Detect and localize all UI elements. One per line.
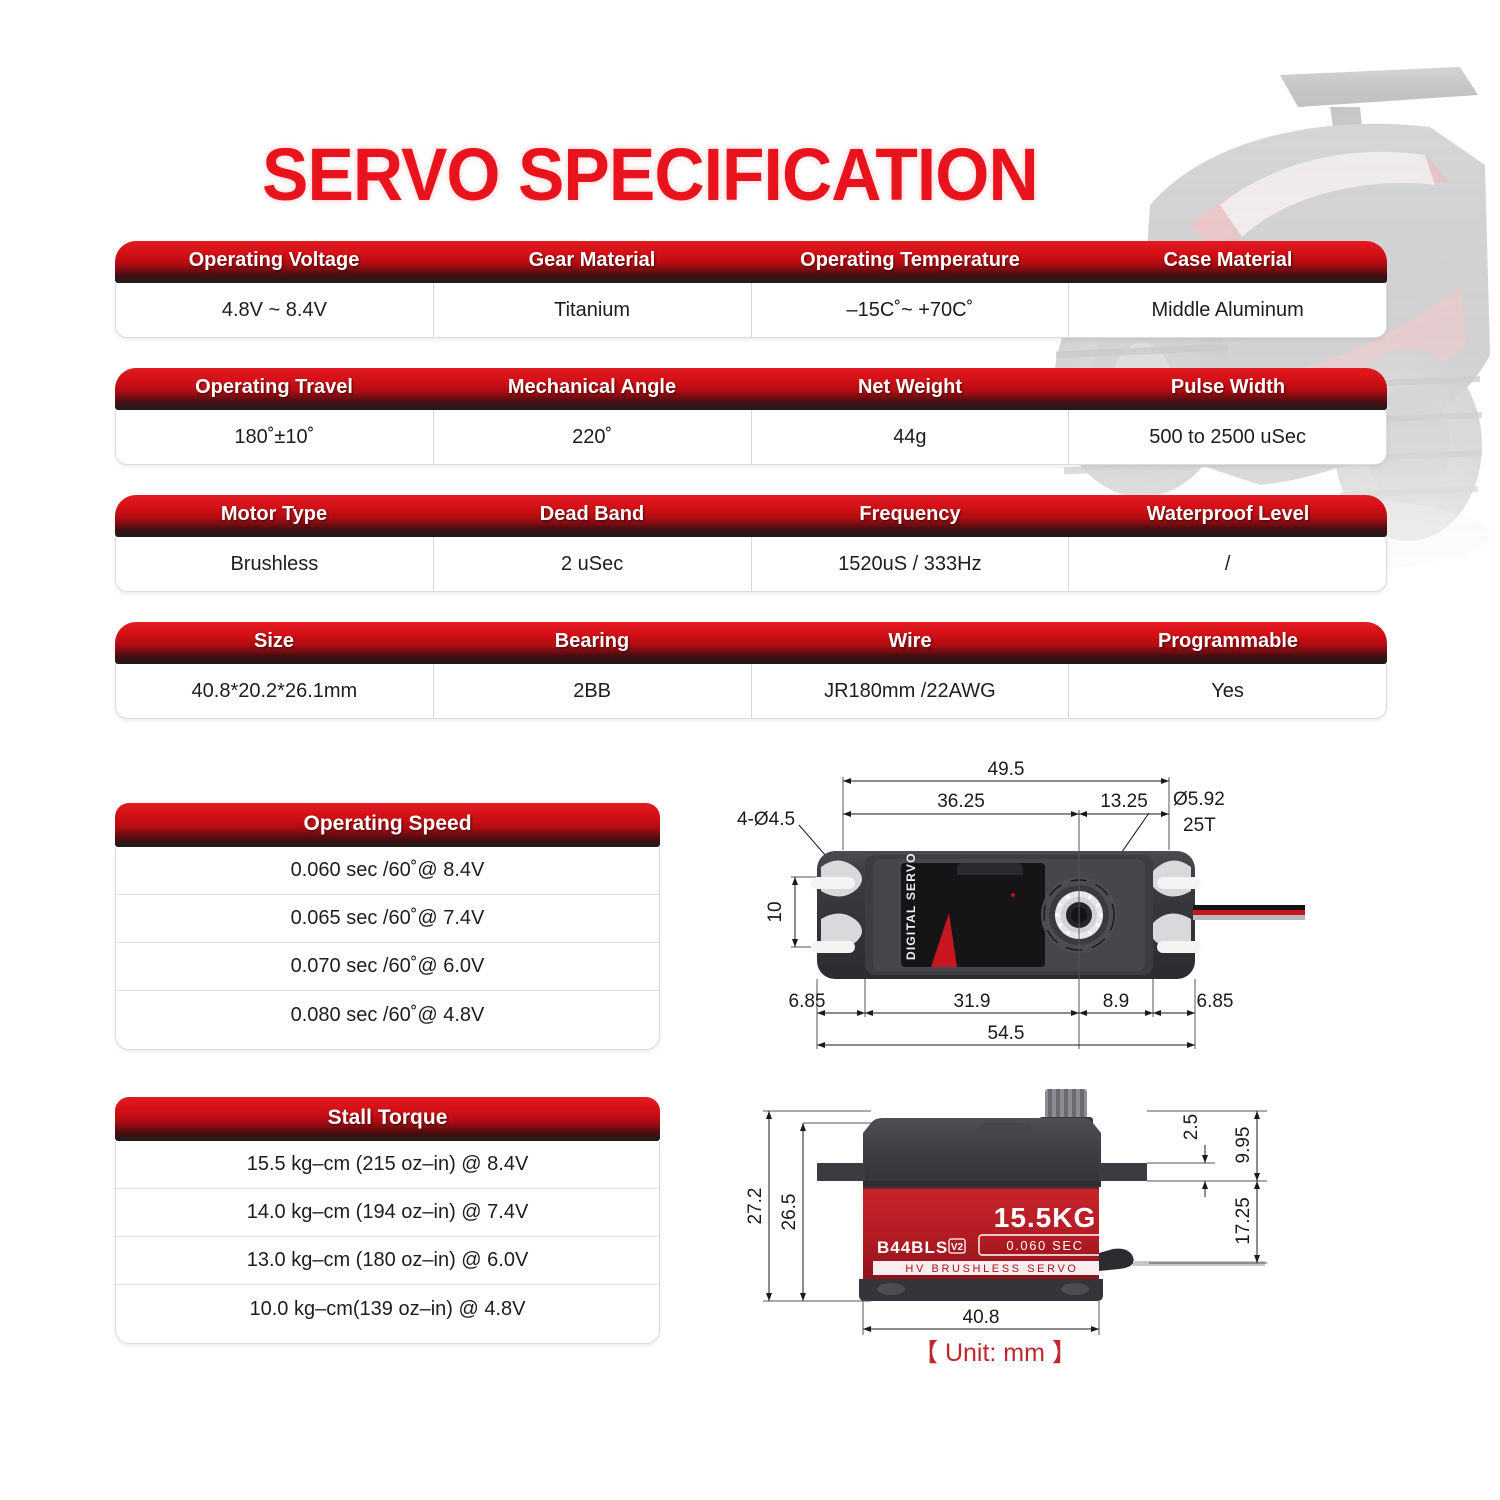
spec-table-3: Motor Type Dead Band Frequency Waterproo… (115, 495, 1387, 592)
list-item: 0.080 sec /60˚@ 4.8V (290, 1003, 485, 1026)
spec-value-cell: / (1224, 552, 1231, 575)
list-item: 10.0 kg–cm(139 oz–in) @ 4.8V (249, 1297, 526, 1320)
spec-value-cell: Titanium (434, 283, 752, 337)
spec-table-4-header-row: Size Bearing Wire Programmable (115, 622, 1387, 664)
spec-value-cell: Yes (1211, 679, 1244, 702)
dim-body-height: 26.5 (779, 1194, 800, 1231)
dim-overall-height: 27.2 (745, 1188, 766, 1225)
spec-header-cell: Size (253, 629, 295, 652)
list-item: 13.0 kg–cm (180 oz–in) @ 6.0V (116, 1237, 659, 1285)
spec-table-2-value-row: 180˚±10˚ 220˚ 44g 500 to 2500 uSec (115, 410, 1387, 465)
spec-header-cell: Mechanical Angle (507, 375, 677, 398)
spec-value-cell: 500 to 2500 uSec (1149, 425, 1307, 448)
spec-header-cell: Bearing (554, 629, 630, 652)
spec-header-cell: Motor Type (220, 502, 328, 525)
operating-speed-rows: 0.060 sec /60˚@ 8.4V 0.065 sec /60˚@ 7.4… (115, 847, 660, 1050)
spec-table-1-header-row: Operating Voltage Gear Material Operatin… (115, 241, 1387, 283)
stall-torque-rows: 15.5 kg–cm (215 oz–in) @ 8.4V 14.0 kg–cm… (115, 1141, 660, 1344)
dim-spline-diameter: Ø5.92 (1173, 789, 1225, 810)
spec-header-cell: Programmable (1157, 629, 1299, 652)
spec-table-1: Operating Voltage Gear Material Operatin… (115, 241, 1387, 338)
servo-subtitle-label: HV BRUSHLESS SERVO (905, 1263, 1078, 1275)
dim-overall-top: 49.5 (988, 759, 1025, 780)
stall-torque-title: Stall Torque (115, 1097, 660, 1141)
operating-speed-title: Operating Speed (115, 803, 660, 847)
servo-torque-label: 15.5KG (994, 1202, 1097, 1233)
spec-header-cell: Net Weight (857, 375, 963, 398)
servo-side-view-drawing: 15.5KG 0.060 SEC B44BLS V2 HV BRUSHLESS … (745, 1085, 1305, 1355)
spec-header-cell: Operating Voltage (188, 248, 360, 271)
dim-top-to-tab: 9.95 (1233, 1127, 1254, 1164)
spec-value-cell: –15C˚~ +70C˚ (752, 283, 1070, 337)
spec-value-cell: 4.8V ~ 8.4V (116, 283, 434, 337)
dim-tab-thickness: 2.5 (1181, 1114, 1202, 1140)
spec-value-cell: 180˚±10˚ (116, 410, 434, 464)
spec-table-2: Operating Travel Mechanical Angle Net We… (115, 368, 1387, 465)
spec-header-cell: Operating Travel (195, 375, 353, 398)
spec-value-cell: 40.8*20.2*26.1mm (116, 664, 434, 718)
dim-center-to-right: 13.25 (1100, 791, 1148, 812)
list-item: 0.065 sec /60˚@ 7.4V (116, 895, 659, 943)
dim-mount-holes: 4-Ø4.5 (737, 809, 795, 830)
spec-value-cell: 44g (752, 410, 1070, 464)
spec-header-cell: Case Material (1163, 248, 1293, 271)
list-item: 0.070 sec /60˚@ 6.0V (116, 943, 659, 991)
spec-value-cell: 220˚ (434, 410, 752, 464)
spec-table-2-header-row: Operating Travel Mechanical Angle Net We… (115, 368, 1387, 410)
list-item: 15.5 kg–cm (215 oz–in) @ 8.4V (116, 1141, 659, 1189)
servo-brand-label: B44BLS (877, 1238, 948, 1257)
spec-header-cell: Wire (888, 629, 932, 652)
dim-right-tab: 6.85 (1197, 991, 1234, 1012)
spec-header-cell: Pulse Width (1170, 375, 1286, 398)
spec-header-cell: Dead Band (539, 502, 645, 525)
spec-value-cell: JR180mm /22AWG (752, 664, 1070, 718)
spec-header-cell: Waterproof Level (1146, 502, 1310, 525)
spec-header-cell: Operating Temperature (800, 248, 1020, 271)
operating-speed-table: Operating Speed 0.060 sec /60˚@ 8.4V 0.0… (115, 803, 660, 1050)
dim-tab-to-bottom: 17.25 (1233, 1197, 1254, 1245)
stall-torque-table: Stall Torque 15.5 kg–cm (215 oz–in) @ 8.… (115, 1097, 660, 1344)
digital-servo-label: DIGITAL SERVO (904, 852, 918, 960)
dim-center-to-left: 36.25 (937, 791, 985, 812)
spec-value-cell: 2BB (434, 664, 752, 718)
spec-value-cell: Brushless (116, 537, 434, 591)
list-item: 0.060 sec /60˚@ 8.4V (116, 847, 659, 895)
spec-table-4-value-row: 40.8*20.2*26.1mm 2BB JR180mm /22AWG Yes (115, 664, 1387, 719)
dim-case-width: 31.9 (954, 991, 991, 1012)
page-title: SERVO SPECIFICATION (262, 133, 1039, 216)
dim-overall-bottom: 54.5 (988, 1023, 1025, 1044)
dim-center-to-case-right: 8.9 (1103, 991, 1129, 1012)
spec-header-cell: Frequency (859, 502, 961, 525)
spec-value-cell: Middle Aluminum (1151, 298, 1304, 321)
dim-body-width: 40.8 (963, 1307, 1000, 1328)
servo-version-label: V2 (951, 1242, 964, 1253)
spec-header-cell: Gear Material (528, 248, 656, 271)
dim-mount-spacing-vertical: 10 (765, 901, 786, 922)
spec-table-4: Size Bearing Wire Programmable 40.8*20.2… (115, 622, 1387, 719)
list-item: 14.0 kg–cm (194 oz–in) @ 7.4V (116, 1189, 659, 1237)
spec-value-cell: 1520uS / 333Hz (752, 537, 1070, 591)
servo-top-view-drawing: DIGITAL SERVO (725, 755, 1305, 1075)
spec-table-3-header-row: Motor Type Dead Band Frequency Waterproo… (115, 495, 1387, 537)
spec-table-3-value-row: Brushless 2 uSec 1520uS / 333Hz / (115, 537, 1387, 592)
servo-speed-label: 0.060 SEC (1006, 1238, 1083, 1253)
unit-label: 【 Unit: mm 】 (913, 1339, 1077, 1367)
spec-table-1-value-row: 4.8V ~ 8.4V Titanium –15C˚~ +70C˚ Middle… (115, 283, 1387, 338)
spec-value-cell: 2 uSec (434, 537, 752, 591)
dim-left-tab: 6.85 (789, 991, 826, 1012)
dim-spline-teeth: 25T (1183, 815, 1216, 836)
